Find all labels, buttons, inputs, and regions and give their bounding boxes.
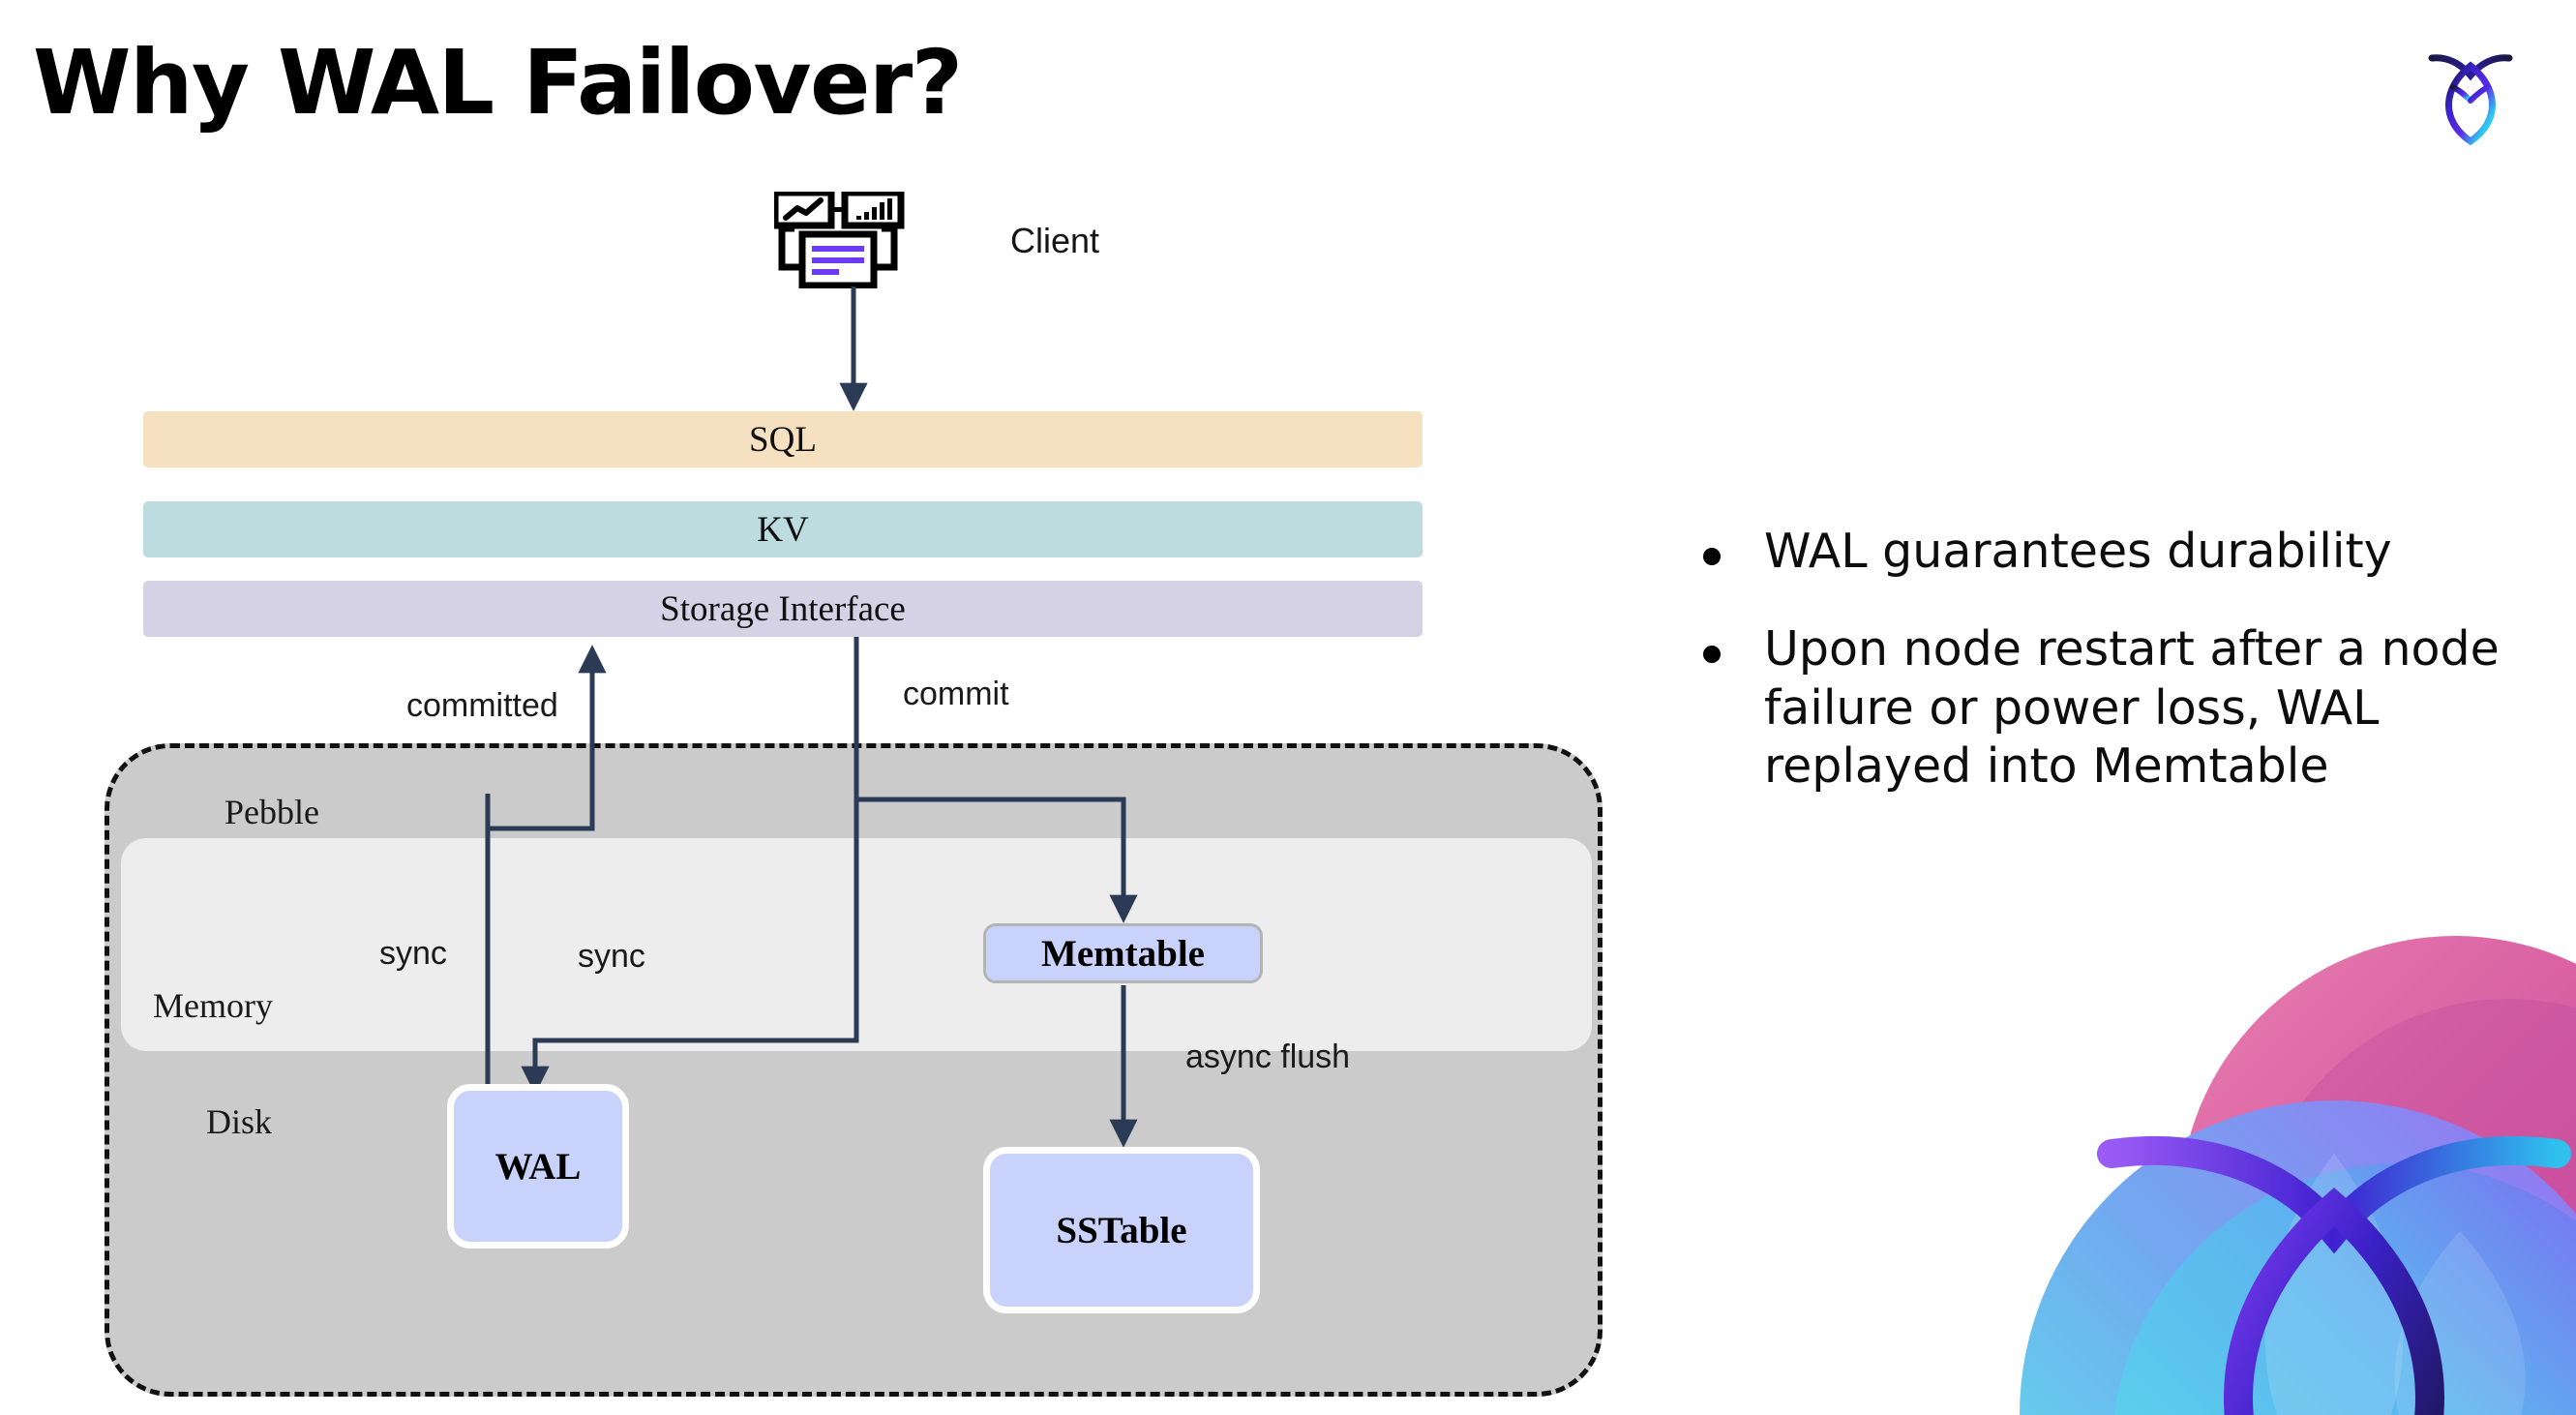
edge-label-sync-left: sync (379, 935, 447, 972)
edge-label-committed: committed (406, 687, 558, 724)
bullet-dot-icon (1703, 645, 1721, 663)
layer-bar-storage-interface: Storage Interface (143, 581, 1423, 637)
page-title: Why WAL Failover? (33, 31, 963, 135)
zone-label-memory: Memory (153, 986, 273, 1025)
client-dashboard-icon (771, 189, 931, 289)
list-item: WAL guarantees durability (1703, 523, 2516, 582)
node-wal: WAL (447, 1084, 629, 1249)
bullet-text: Upon node restart after a node failure o… (1764, 620, 2500, 795)
node-sstable: SSTable (983, 1147, 1260, 1313)
cockroachdb-watermark-art (1918, 912, 2576, 1415)
diagram-arrows (485, 286, 1138, 1197)
pebble-container (105, 743, 1603, 1397)
edge-label-async-flush: async flush (1185, 1039, 1351, 1075)
node-memtable: Memtable (983, 923, 1263, 983)
bullet-list: WAL guarantees durability Upon node rest… (1703, 523, 2516, 835)
zone-label-disk: Disk (206, 1102, 273, 1141)
client-label: Client (1010, 221, 1100, 260)
edge-label-sync-right: sync (578, 938, 645, 975)
bullet-text: WAL guarantees durability (1764, 524, 2392, 579)
layer-bar-kv: KV (143, 501, 1423, 557)
bullet-dot-icon (1703, 548, 1721, 565)
architecture-diagram: Client SQL KV Storage Interface Pebble M… (105, 189, 1603, 1397)
cockroachdb-logo (2414, 37, 2531, 163)
layer-bar-sql: SQL (143, 411, 1423, 467)
edge-label-commit: commit (903, 676, 1009, 712)
zone-label-pebble: Pebble (225, 793, 319, 831)
list-item: Upon node restart after a node failure o… (1703, 620, 2516, 797)
